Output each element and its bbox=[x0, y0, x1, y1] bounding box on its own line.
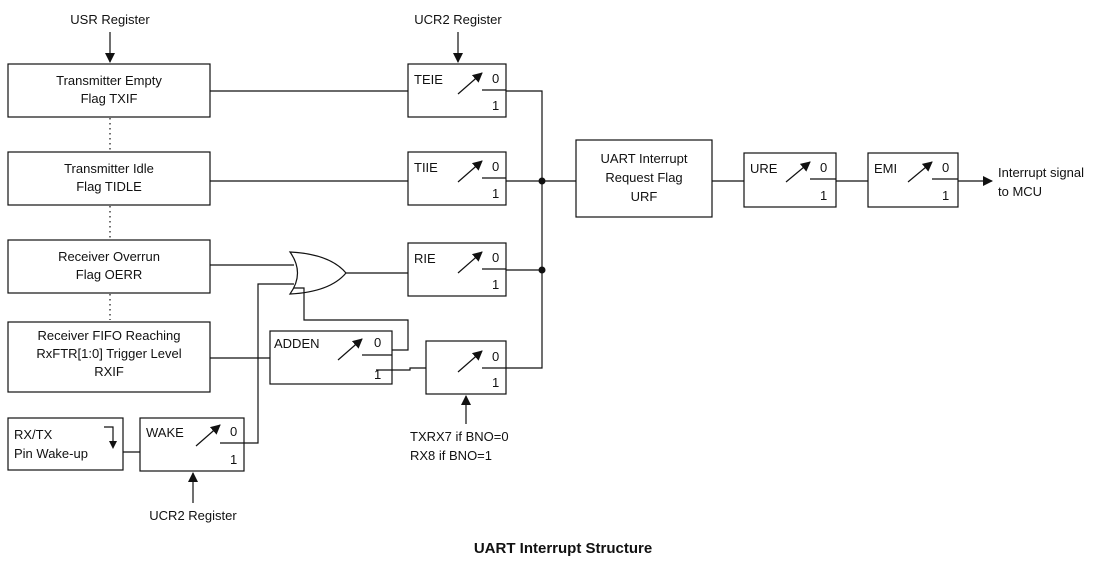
svg-text:Request Flag: Request Flag bbox=[605, 170, 682, 185]
output-label-line-1: Interrupt signal bbox=[998, 165, 1084, 180]
switch-adden: ADDEN 0 1 bbox=[269, 330, 393, 385]
output-label-line-2: to MCU bbox=[998, 184, 1042, 199]
svg-text:RXIF: RXIF bbox=[94, 364, 124, 379]
svg-text:0: 0 bbox=[942, 160, 949, 175]
svg-text:0: 0 bbox=[492, 250, 499, 265]
flag-box-tidle: Transmitter Idle Flag TIDLE bbox=[7, 151, 211, 206]
switch-wake: WAKE 0 1 bbox=[139, 417, 245, 472]
junction-dot bbox=[538, 177, 546, 185]
svg-text:URF: URF bbox=[631, 189, 658, 204]
svg-text:Receiver Overrun: Receiver Overrun bbox=[58, 249, 160, 264]
svg-text:Transmitter Empty: Transmitter Empty bbox=[56, 73, 162, 88]
svg-text:URE: URE bbox=[750, 161, 778, 176]
usr-register-label: USR Register bbox=[70, 12, 150, 27]
svg-text:EMI: EMI bbox=[874, 161, 897, 176]
svg-text:1: 1 bbox=[374, 367, 381, 382]
flag-box-pin-wakeup: RX/TX Pin Wake-up bbox=[7, 417, 124, 471]
svg-text:1: 1 bbox=[230, 452, 237, 467]
switch-emi: EMI 0 1 bbox=[867, 152, 959, 208]
connection-wires bbox=[123, 90, 993, 453]
junction-dot bbox=[538, 266, 546, 274]
or-gate bbox=[288, 251, 347, 295]
svg-text:Flag TIDLE: Flag TIDLE bbox=[76, 179, 142, 194]
svg-text:1: 1 bbox=[942, 188, 949, 203]
flag-box-txif: Transmitter Empty Flag TXIF bbox=[7, 63, 211, 118]
svg-text:0: 0 bbox=[230, 424, 237, 439]
svg-text:1: 1 bbox=[492, 186, 499, 201]
svg-text:ADDEN: ADDEN bbox=[274, 336, 320, 351]
svg-text:1: 1 bbox=[492, 98, 499, 113]
svg-text:0: 0 bbox=[374, 335, 381, 350]
diagram-title: UART Interrupt Structure bbox=[474, 540, 652, 557]
bno-note-line-1: TXRX7 if BNO=0 bbox=[410, 429, 509, 444]
svg-text:1: 1 bbox=[820, 188, 827, 203]
svg-text:0: 0 bbox=[492, 349, 499, 364]
urf-box: UART Interrupt Request Flag URF bbox=[575, 139, 713, 218]
svg-text:Receiver FIFO Reaching: Receiver FIFO Reaching bbox=[37, 328, 180, 343]
flag-box-oerr: Receiver Overrun Flag OERR bbox=[7, 239, 211, 294]
svg-text:WAKE: WAKE bbox=[146, 425, 184, 440]
svg-text:TIIE: TIIE bbox=[414, 160, 438, 175]
flag-box-rxif: Receiver FIFO Reaching RxFTR[1:0] Trigge… bbox=[7, 321, 211, 393]
svg-text:0: 0 bbox=[820, 160, 827, 175]
ucr2-register-top-label: UCR2 Register bbox=[414, 12, 502, 27]
svg-text:0: 0 bbox=[492, 71, 499, 86]
svg-text:1: 1 bbox=[492, 375, 499, 390]
svg-text:Flag TXIF: Flag TXIF bbox=[81, 91, 138, 106]
svg-text:0: 0 bbox=[492, 159, 499, 174]
svg-text:1: 1 bbox=[492, 277, 499, 292]
ucr2-register-bottom-label: UCR2 Register bbox=[149, 508, 237, 523]
svg-text:Flag OERR: Flag OERR bbox=[76, 267, 142, 282]
switch-bno-mux: 0 1 bbox=[425, 340, 507, 395]
switch-teie: TEIE 0 1 bbox=[407, 63, 507, 118]
svg-text:Pin Wake-up: Pin Wake-up bbox=[14, 446, 88, 461]
switch-tiie: TIIE 0 1 bbox=[407, 151, 507, 206]
svg-text:RIE: RIE bbox=[414, 251, 436, 266]
svg-text:UART Interrupt: UART Interrupt bbox=[601, 151, 688, 166]
switch-rie: RIE 0 1 bbox=[407, 242, 507, 297]
svg-text:Transmitter Idle: Transmitter Idle bbox=[64, 161, 154, 176]
svg-text:RxFTR[1:0] Trigger Level: RxFTR[1:0] Trigger Level bbox=[36, 346, 181, 361]
bno-note-line-2: RX8 if BNO=1 bbox=[410, 448, 492, 463]
switch-ure: URE 0 1 bbox=[743, 152, 837, 208]
svg-text:TEIE: TEIE bbox=[414, 72, 443, 87]
svg-text:RX/TX: RX/TX bbox=[14, 427, 53, 442]
